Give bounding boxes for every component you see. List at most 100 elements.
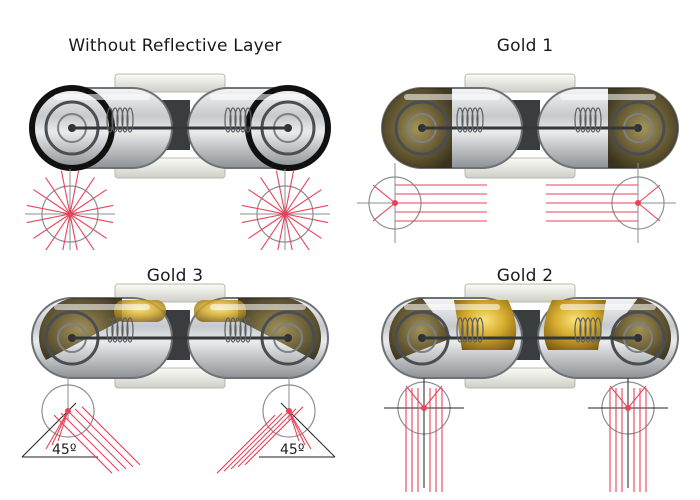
mount-top-tab bbox=[114, 73, 226, 93]
panel-without-reflective-layer: Without Reflective Layer bbox=[0, 0, 350, 250]
mount-top-tab bbox=[114, 283, 226, 303]
light-ray bbox=[627, 385, 647, 409]
filament-coil-loop bbox=[224, 317, 232, 343]
light-source bbox=[421, 405, 427, 411]
light-ray bbox=[284, 213, 293, 250]
beam-pattern-right bbox=[546, 163, 676, 243]
filament-coil-loop bbox=[466, 317, 474, 343]
light-ray bbox=[241, 204, 286, 215]
panel-title: Gold 3 bbox=[146, 266, 204, 286]
filament-coil-loop bbox=[234, 107, 242, 133]
light-ray bbox=[284, 204, 329, 215]
light-ray bbox=[33, 189, 71, 215]
light-ray bbox=[60, 170, 71, 215]
light-ray bbox=[69, 213, 107, 239]
filament-coil-loop bbox=[471, 317, 479, 343]
panel-title: Gold 1 bbox=[496, 36, 554, 56]
filament-coil-loop bbox=[476, 317, 484, 343]
twin-tube-lamp bbox=[381, 73, 679, 179]
light-ray bbox=[284, 177, 310, 215]
filament-coil-loop bbox=[471, 107, 479, 133]
light-ray bbox=[284, 213, 322, 239]
light-source bbox=[67, 211, 73, 217]
lamp-diagram-gold-1 bbox=[357, 73, 679, 243]
filament-coil-loop bbox=[126, 317, 134, 343]
left-tube bbox=[31, 297, 173, 379]
left-tube bbox=[381, 297, 523, 379]
lamp-diagram-gold-3 bbox=[21, 283, 336, 474]
filament-coil-loop bbox=[234, 317, 242, 343]
twin-tube-lamp bbox=[29, 73, 331, 179]
light-ray bbox=[284, 213, 329, 224]
light-ray bbox=[69, 213, 95, 250]
light-ray bbox=[216, 414, 276, 474]
glass-highlight bbox=[560, 94, 656, 100]
panel-gold-2: Gold 2 bbox=[350, 230, 700, 492]
light-ray bbox=[67, 410, 127, 470]
light-ray bbox=[45, 410, 69, 450]
filament-coil-loop bbox=[239, 107, 247, 133]
filament-coil-loop bbox=[574, 107, 582, 133]
light-ray bbox=[248, 189, 286, 215]
glass-highlight bbox=[54, 304, 150, 310]
light-ray bbox=[244, 406, 304, 466]
filament-coil-loop bbox=[574, 317, 582, 343]
filament-coil-loop bbox=[106, 107, 114, 133]
glass-highlight bbox=[560, 304, 656, 310]
light-ray bbox=[45, 213, 71, 250]
gold-end-coating bbox=[608, 88, 678, 168]
glass-highlight bbox=[404, 94, 500, 100]
light-ray bbox=[609, 385, 629, 409]
filament-coil-loop bbox=[466, 107, 474, 133]
light-ray bbox=[275, 170, 286, 215]
filament-coil-loop bbox=[461, 107, 469, 133]
light-ray bbox=[248, 213, 286, 239]
filament-coil-loop bbox=[126, 107, 134, 133]
angle-label-left: 45º bbox=[52, 442, 77, 458]
filament-coil-loop bbox=[461, 317, 469, 343]
beam-pattern-right bbox=[240, 169, 330, 250]
right-tube bbox=[520, 87, 679, 169]
beam-pattern-left bbox=[21, 377, 141, 474]
filament-coil-loop bbox=[244, 317, 252, 343]
filament-coil-loop bbox=[111, 317, 119, 343]
beam-pattern-left bbox=[384, 378, 464, 492]
beam-pattern-right bbox=[216, 377, 336, 474]
light-ray bbox=[288, 410, 312, 450]
light-ray bbox=[26, 204, 71, 215]
right-tube bbox=[520, 297, 679, 379]
panel-gold-1: Gold 1 bbox=[350, 0, 700, 250]
gold-end-coating bbox=[608, 298, 672, 360]
gold-end-coating bbox=[382, 88, 452, 168]
filament-coil-loop bbox=[244, 107, 252, 133]
light-source bbox=[286, 408, 292, 414]
light-ray bbox=[69, 170, 80, 215]
light-ray bbox=[284, 213, 310, 250]
gold-end-coating bbox=[388, 298, 452, 360]
light-ray bbox=[284, 170, 295, 215]
light-ray bbox=[69, 177, 95, 215]
filament-coil-loop bbox=[584, 107, 592, 133]
lamp-diagram-gold-2 bbox=[381, 283, 679, 492]
right-tube bbox=[170, 297, 329, 379]
lamp-diagram-without-reflector bbox=[25, 73, 331, 250]
light-ray bbox=[260, 213, 286, 250]
filament-coil-loop bbox=[594, 107, 602, 133]
light-ray bbox=[230, 410, 290, 470]
filament-coil-loop bbox=[584, 317, 592, 343]
light-ray bbox=[288, 410, 300, 442]
filament-coil-loop bbox=[121, 107, 129, 133]
panel-title: Gold 2 bbox=[496, 266, 554, 286]
light-ray bbox=[237, 408, 297, 468]
filament-coil-loop bbox=[229, 107, 237, 133]
angle-label-right: 45º bbox=[280, 442, 305, 458]
light-ray bbox=[69, 204, 114, 215]
mount-top-tab bbox=[464, 73, 576, 93]
light-ray bbox=[405, 385, 425, 409]
light-ray bbox=[637, 184, 661, 204]
light-ray bbox=[81, 406, 141, 466]
filament-coil-loop bbox=[121, 317, 129, 343]
light-ray bbox=[45, 177, 71, 215]
filament-coil-loop bbox=[116, 107, 124, 133]
light-ray bbox=[284, 189, 322, 215]
